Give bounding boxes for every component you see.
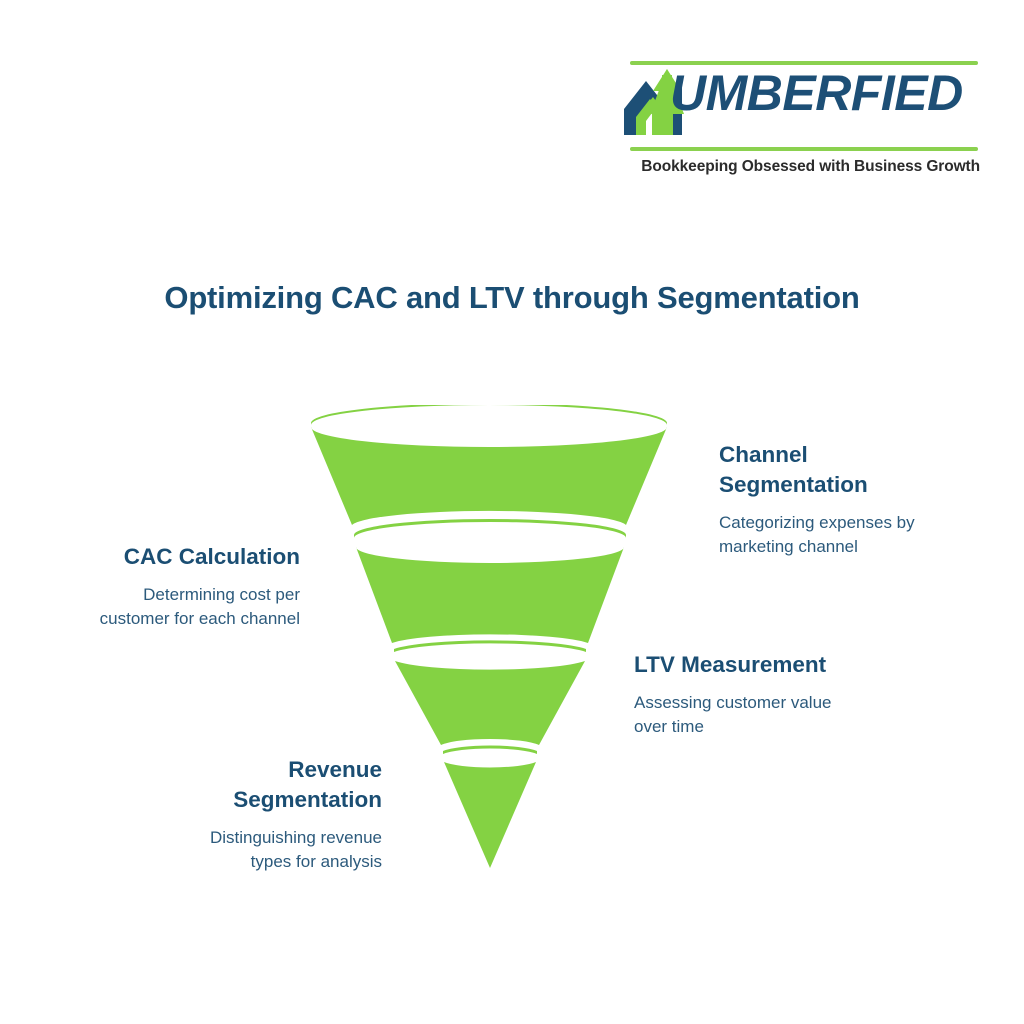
- callout-revenue-description: Distinguishing revenue types for analysi…: [210, 828, 382, 871]
- brand-wordmark: UMBERFIED: [670, 65, 963, 121]
- callout-cac-heading: CAC Calculation: [123, 544, 300, 569]
- funnel-segment-3: [394, 640, 586, 745]
- callout-channel-segmentation: Channel Segmentation Categorizing expens…: [719, 440, 989, 558]
- logo-rule-top: [630, 61, 978, 65]
- funnel-segment-1: [311, 405, 667, 525]
- brand-logo-block: UMBERFIED Bookkeeping Obsessed with Busi…: [620, 55, 985, 190]
- callout-ltv-description: Assessing customer value over time: [634, 693, 832, 736]
- callout-ltv-measurement: LTV Measurement Assessing customer value…: [634, 650, 924, 738]
- callout-revenue-segmentation: Revenue Segmentation Distinguishing reve…: [110, 755, 382, 873]
- callout-channel-heading: Channel Segmentation: [719, 442, 868, 498]
- funnel-segment-4: [443, 745, 537, 868]
- segmentation-funnel-chart: [296, 405, 696, 885]
- callout-ltv-heading: LTV Measurement: [634, 652, 827, 677]
- n-arrow-growth-icon: [620, 69, 980, 143]
- callout-cac-calculation: CAC Calculation Determining cost per cus…: [20, 542, 300, 630]
- brand-tagline: Bookkeeping Obsessed with Business Growt…: [641, 158, 980, 175]
- callout-cac-description: Determining cost per customer for each c…: [99, 585, 300, 628]
- callout-channel-description: Categorizing expenses by marketing chann…: [719, 513, 915, 556]
- logo-rule-bottom: [630, 147, 978, 151]
- page-title: Optimizing CAC and LTV through Segmentat…: [164, 280, 860, 315]
- funnel-segment-2: [354, 519, 626, 643]
- callout-revenue-heading: Revenue Segmentation: [233, 757, 382, 813]
